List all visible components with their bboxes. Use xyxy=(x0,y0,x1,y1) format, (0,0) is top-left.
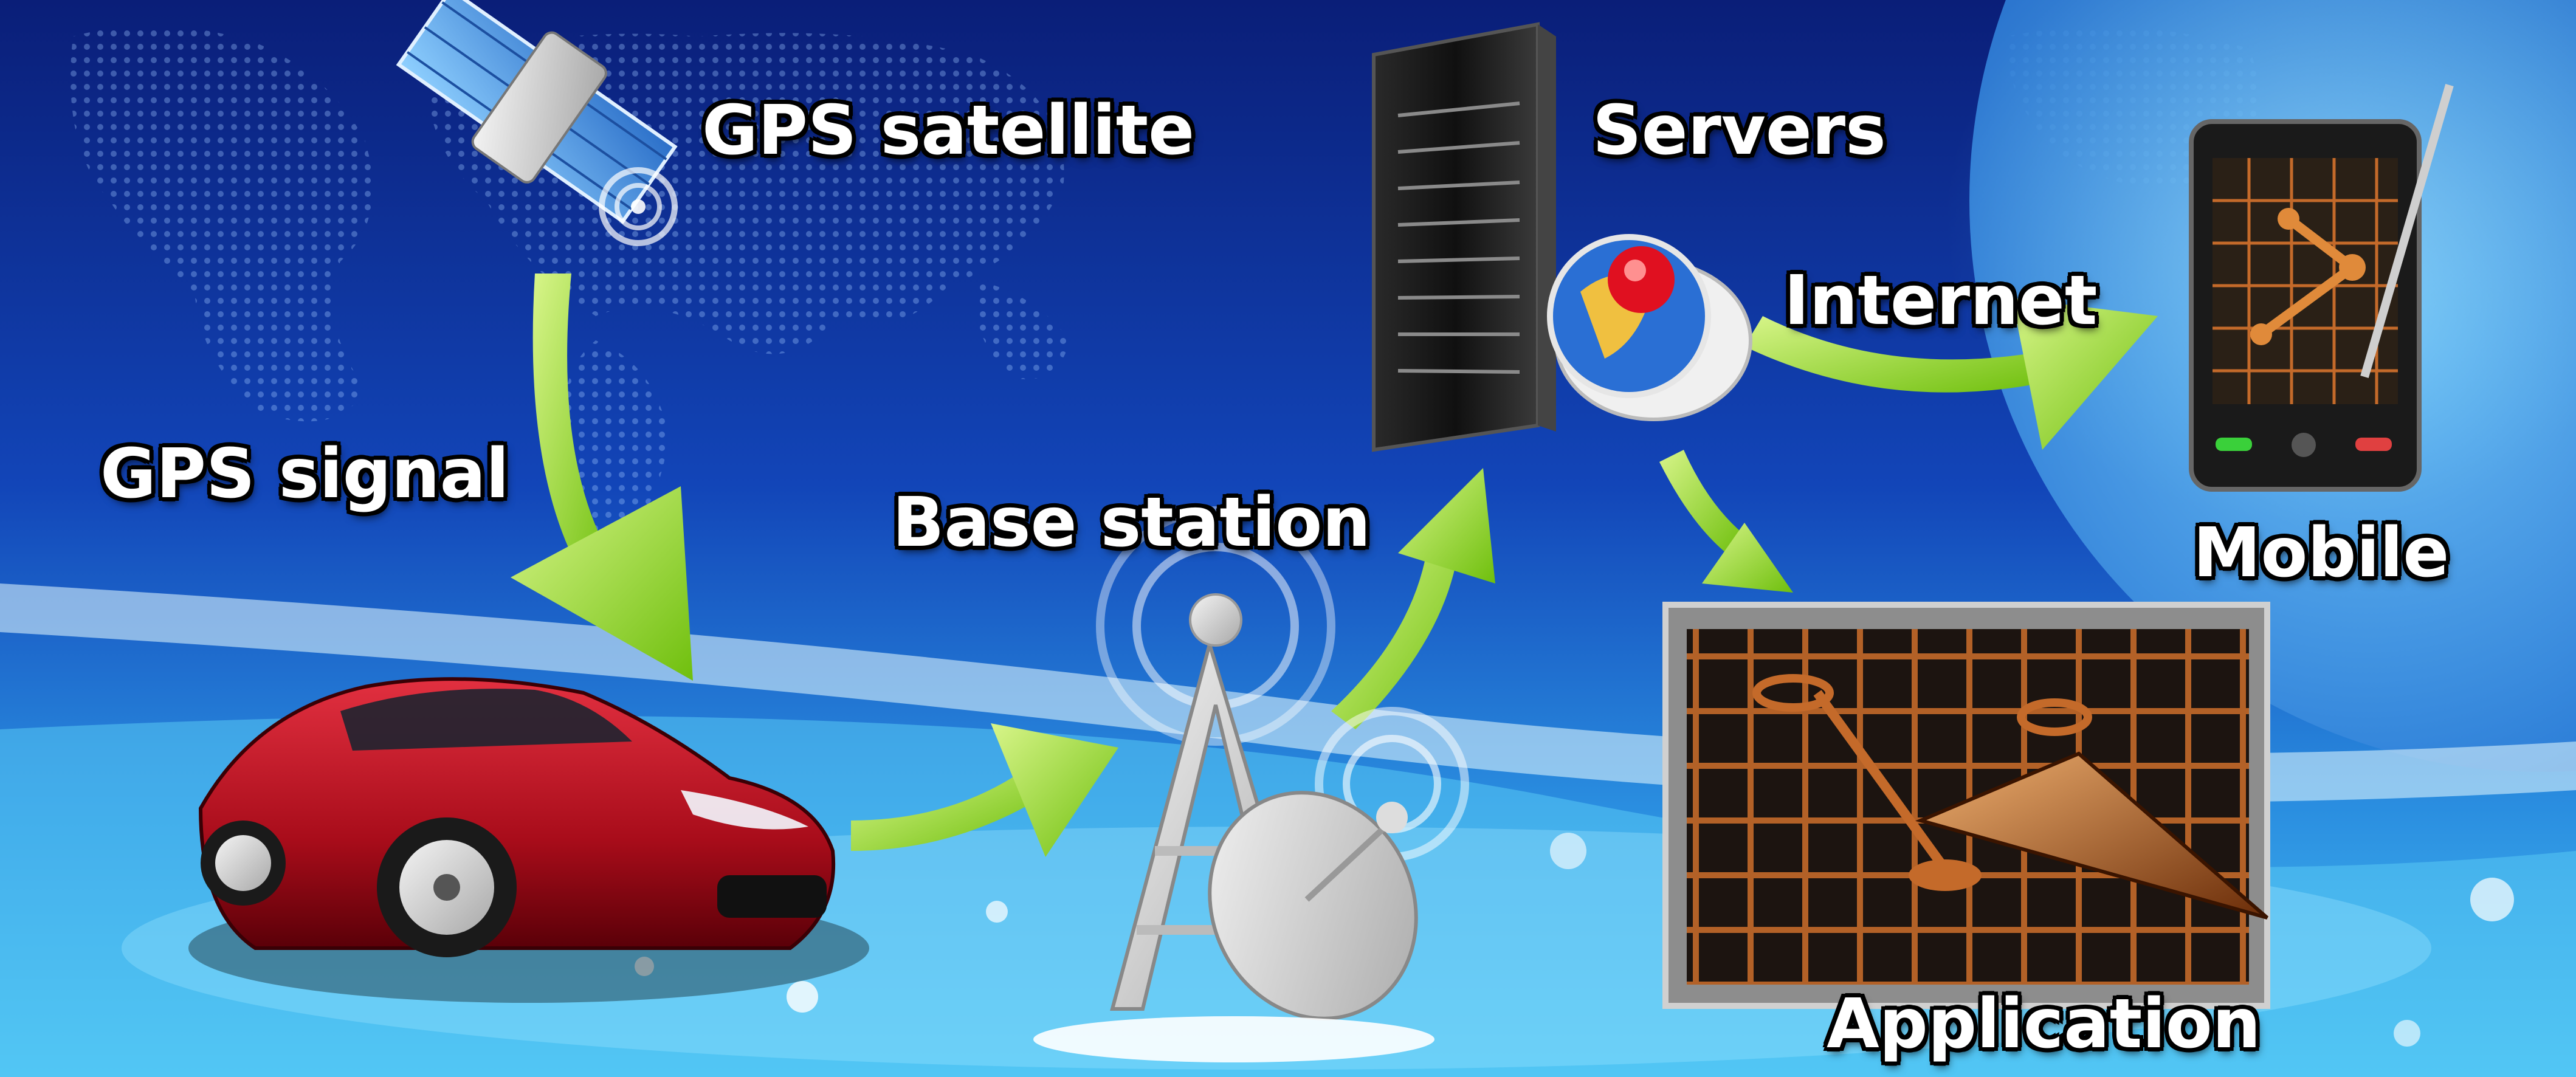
application-monitor-icon xyxy=(1662,602,2270,1009)
car-icon xyxy=(188,677,869,1003)
gps-satellite-icon xyxy=(396,0,678,246)
arrow-satellite-to-car xyxy=(511,274,693,681)
label-internet: Internet xyxy=(1784,261,2098,340)
label-application: Application xyxy=(1827,985,2261,1064)
arrow-car-to-base-station xyxy=(851,723,1118,857)
arrow-base-station-to-servers xyxy=(1331,468,1495,729)
globe-pin-icon xyxy=(1547,234,1752,421)
server-rack-icon xyxy=(1372,22,1556,452)
label-servers: Servers xyxy=(1593,91,1886,170)
arrow-servers-to-mobile xyxy=(1744,298,2158,450)
mobile-phone-icon xyxy=(2189,84,2454,492)
label-mobile: Mobile xyxy=(2193,514,2450,593)
label-gps-satellite: GPS satellite xyxy=(702,91,1195,170)
base-station-icon xyxy=(1033,506,1469,1062)
arrow-servers-to-application xyxy=(1659,450,1793,593)
label-base-station: Base station xyxy=(892,483,1371,562)
label-gps-signal: GPS signal xyxy=(100,435,509,514)
